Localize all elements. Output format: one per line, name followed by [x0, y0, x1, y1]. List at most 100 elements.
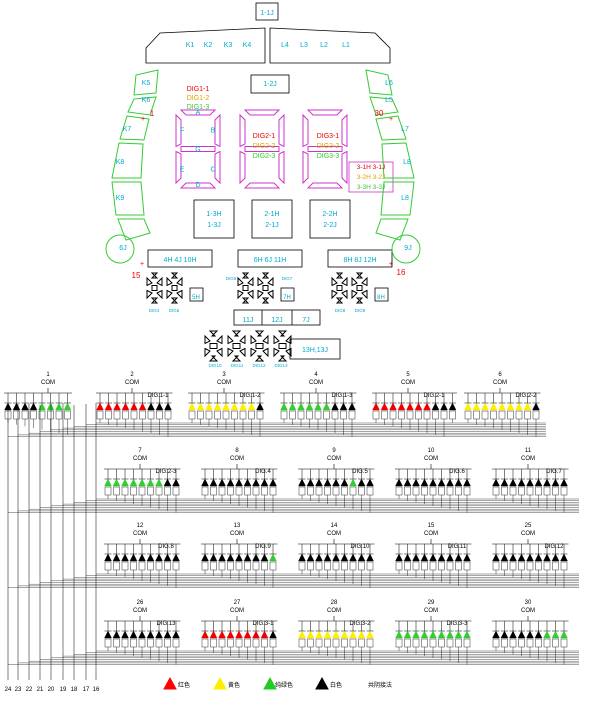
led-triangle	[260, 553, 269, 562]
led-triangle	[412, 630, 420, 639]
led-triangle	[332, 553, 340, 562]
led-triangle	[21, 402, 29, 411]
led-triangle	[147, 402, 155, 411]
box-1-1j-label: 1-1J	[260, 10, 274, 17]
led-triangle	[130, 402, 138, 411]
led-triangle	[403, 478, 412, 487]
led-triangle	[340, 553, 349, 562]
bar-mid-label: 6H 6J 11H	[254, 257, 287, 264]
led-triangle	[155, 553, 163, 562]
led-triangle	[196, 402, 205, 411]
mark-15: 15	[132, 271, 141, 280]
key-k2: K2	[204, 42, 213, 49]
led-triangle	[96, 402, 104, 411]
led-triangle	[357, 478, 366, 487]
led-triangle	[332, 630, 340, 639]
small-digit-2	[237, 272, 254, 304]
led-triangle	[506, 402, 515, 411]
led-triangle	[235, 630, 243, 639]
led-triangle	[121, 478, 129, 487]
bottom-digit-label-3: DIG13	[274, 363, 288, 368]
bar-right-label: 8H 8J 12H	[343, 257, 376, 264]
dig-label-DIG.9: DIG.9	[255, 544, 271, 550]
dig3-label-0: DIG3-1	[317, 133, 340, 140]
led-triangle	[403, 630, 412, 639]
led-triangle	[454, 630, 463, 639]
led-triangle	[226, 478, 235, 487]
small-box-label-2: 8H	[377, 295, 385, 301]
dig-label-DIG.12: DIG.12	[544, 544, 564, 550]
box-13h-label: 13H,13J	[302, 347, 328, 354]
plus-mark-1: +	[389, 116, 393, 123]
dig-label-DIG.1-2: DIG.1-2	[239, 393, 261, 399]
led-triangle	[517, 630, 526, 639]
legend-swatch-2	[263, 676, 277, 690]
right-arc-keys	[365, 69, 415, 241]
led-triangle	[172, 630, 180, 639]
led-triangle	[163, 553, 172, 562]
com-label: COM	[133, 531, 147, 537]
legend-label-0: 红色	[178, 681, 190, 689]
bottom-digit-2	[250, 330, 269, 362]
led-triangle	[121, 553, 129, 562]
led-triangle	[252, 478, 260, 487]
led-triangle	[226, 630, 235, 639]
bottom-digit-0	[204, 330, 223, 362]
com-number-13: 13	[234, 523, 241, 529]
led-triangle	[113, 402, 121, 411]
dig2-label-1: DIG2-2	[253, 143, 276, 150]
bar-left	[147, 249, 213, 268]
led-triangle	[454, 553, 463, 562]
segment-g: G	[195, 147, 200, 154]
bar-left-label: 4H 4J 10H	[163, 257, 196, 264]
small-digit-label-1: DIG5	[169, 308, 180, 313]
bar-mid	[237, 249, 303, 268]
pin-23: 23	[15, 687, 22, 693]
dig3-label-1: DIG3-2	[317, 143, 340, 150]
arc-key-right-2: L7	[401, 126, 409, 133]
com-label: COM	[521, 456, 535, 462]
box-1-1j	[255, 2, 279, 21]
led-triangle	[209, 478, 218, 487]
small-digit-4	[331, 272, 348, 304]
pin-22: 22	[26, 687, 33, 693]
led-triangle	[500, 478, 509, 487]
led-triangle	[500, 553, 509, 562]
led-triangle	[209, 553, 218, 562]
led-triangle	[366, 553, 374, 562]
led-triangle	[163, 478, 172, 487]
led-triangle	[322, 402, 331, 411]
arc-key-left-2: K7	[123, 126, 132, 133]
led-triangle	[412, 478, 420, 487]
arc-key-right-0: L6	[385, 80, 393, 87]
small-digit-label-2: DIG6	[226, 276, 237, 281]
led-triangle	[492, 630, 500, 639]
com-number-26: 26	[137, 600, 144, 606]
legend-swatch-1	[213, 676, 227, 690]
com-number-14: 14	[331, 523, 338, 529]
led-triangle	[155, 478, 163, 487]
com-label: COM	[125, 380, 139, 386]
led-triangle	[551, 553, 560, 562]
led-triangle	[463, 553, 471, 562]
led-triangle	[129, 630, 138, 639]
led-triangle	[340, 478, 349, 487]
dig-label-DIG.3-1: DIG.3-1	[252, 621, 274, 627]
small-box-label-1: 7H	[283, 295, 291, 301]
dig-label-DIG.13: DIG.13	[156, 621, 176, 627]
led-triangle	[372, 402, 380, 411]
led-triangle	[526, 553, 534, 562]
small-digit-3	[257, 272, 274, 304]
led-triangle	[201, 630, 209, 639]
led-triangle	[543, 553, 551, 562]
pin-18: 18	[71, 687, 78, 693]
led-triangle	[498, 402, 506, 411]
bar-bottom-label-1: 12J	[271, 317, 282, 324]
legend-swatch-3	[315, 676, 329, 690]
com-number-1: 1	[46, 372, 50, 378]
pin-17: 17	[83, 687, 90, 693]
led-triangle	[543, 630, 551, 639]
com-number-7: 7	[138, 448, 142, 454]
led-triangle	[395, 478, 403, 487]
dig2-label-2: DIG2-3	[253, 153, 276, 160]
